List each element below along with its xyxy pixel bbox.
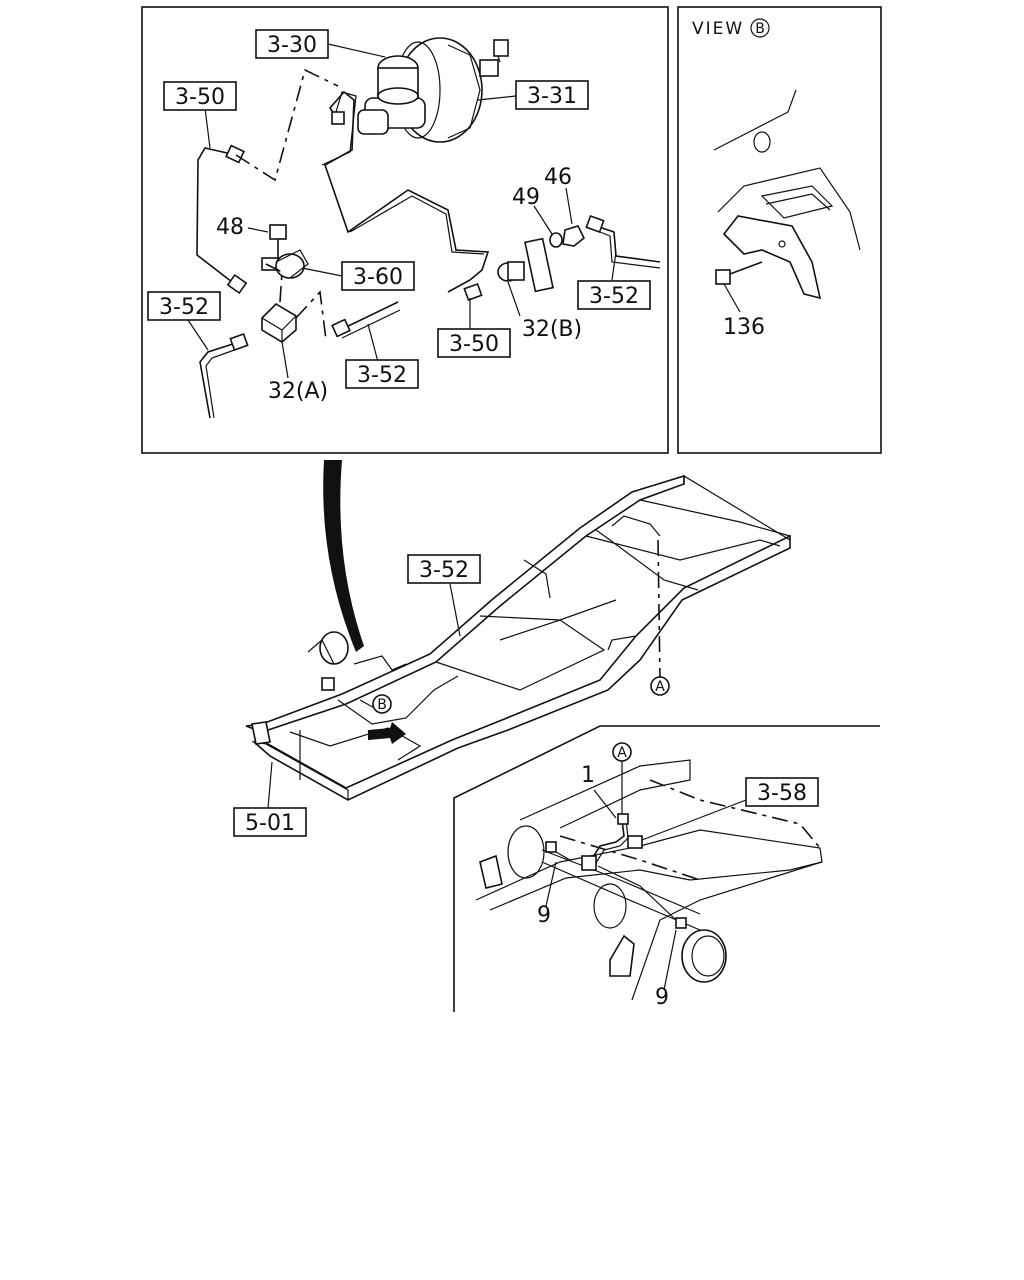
callout-3-52-frame: 3-52 — [407, 554, 481, 584]
svg-text:3-52: 3-52 — [159, 295, 209, 320]
svg-text:A: A — [655, 679, 665, 695]
part-9-left: 9 — [537, 903, 551, 928]
three-way-connector-a — [261, 302, 297, 343]
rear-brake-hose — [589, 819, 625, 863]
part-49: 49 — [512, 185, 540, 210]
callout-3-52-right: 3-52 — [577, 280, 651, 310]
chassis-frame: 3-52 5-01 B A — [233, 460, 791, 837]
callout-3-50-mid: 3-50 — [437, 328, 511, 358]
frame-bracket-view-b — [713, 89, 861, 300]
brake-pipe-3-50-top — [196, 147, 237, 283]
svg-text:3-50: 3-50 — [449, 332, 499, 357]
part-1: 1 — [581, 763, 595, 788]
callout-3-52-mid: 3-52 — [345, 359, 419, 389]
callout-3-60: 3-60 — [341, 261, 415, 291]
part-32b: 32(B) — [522, 317, 582, 342]
callout-3-30: 3-30 — [255, 29, 329, 59]
ref-b-frame — [372, 694, 392, 714]
clip-3-60 — [275, 249, 309, 279]
svg-text:5-01: 5-01 — [245, 811, 295, 836]
brake-pipe-3-52-left — [199, 342, 237, 419]
svg-text:3-52: 3-52 — [357, 363, 407, 388]
callout-3-31: 3-31 — [515, 80, 589, 110]
callout-3-50-top: 3-50 — [163, 81, 237, 111]
callout-3-52-left: 3-52 — [147, 291, 221, 321]
svg-text:3-30: 3-30 — [267, 33, 317, 58]
part-136: 136 — [723, 315, 765, 340]
part-9-right: 9 — [655, 985, 669, 1010]
part-46: 46 — [544, 165, 572, 190]
frame-booster — [307, 631, 349, 691]
view-b-panel: VIEW B 136 — [677, 6, 882, 454]
svg-text:3-52: 3-52 — [419, 558, 469, 583]
flare-nuts — [225, 111, 605, 352]
connector-b-assembly — [497, 225, 586, 293]
svg-text:B: B — [377, 697, 387, 713]
main-detail-panel: 3-30 3-31 3-50 3-52 3-60 3-52 3-50 3-52 — [141, 6, 669, 454]
svg-text:3-31: 3-31 — [527, 84, 577, 109]
ref-a-detail — [612, 742, 632, 762]
svg-text:3-52: 3-52 — [589, 284, 639, 309]
ref-a-frame — [650, 676, 670, 696]
rear-axle-detail: A 3-58 1 9 9 — [453, 725, 880, 1012]
part-32a: 32(A) — [268, 379, 328, 404]
frame-brake-line — [595, 529, 699, 591]
svg-text:A: A — [617, 745, 627, 761]
master-cylinder — [357, 55, 426, 135]
svg-text:3-60: 3-60 — [353, 265, 403, 290]
callout-5-01: 5-01 — [233, 807, 307, 837]
front-direction-arrow — [368, 722, 406, 744]
bolt-136 — [715, 261, 763, 285]
brake-pipe-3-52-mid — [339, 301, 399, 331]
brake-pipe-3-52-right — [595, 225, 661, 263]
view-b-ref: B — [755, 21, 765, 37]
svg-text:3-50: 3-50 — [175, 85, 225, 110]
callout-3-58: 3-58 — [745, 777, 819, 807]
view-b-title: VIEW — [692, 19, 744, 39]
part-48: 48 — [216, 215, 244, 240]
detail-pointer-swoosh — [323, 460, 364, 652]
svg-text:3-58: 3-58 — [757, 781, 807, 806]
